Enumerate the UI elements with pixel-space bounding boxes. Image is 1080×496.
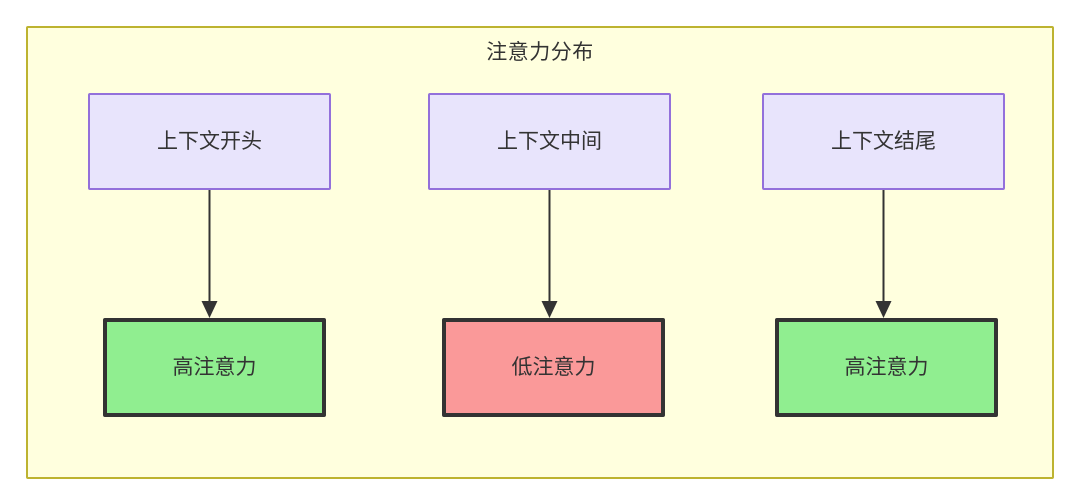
node-high-attention-start[interactable]: 高注意力 [103, 318, 326, 417]
node-label: 上下文中间 [497, 129, 602, 153]
node-context-end[interactable]: 上下文结尾 [762, 93, 1005, 190]
node-high-attention-end[interactable]: 高注意力 [775, 318, 998, 417]
node-label: 上下文开头 [157, 129, 262, 153]
node-label: 上下文结尾 [831, 129, 936, 153]
node-label: 高注意力 [172, 355, 257, 379]
subgraph-title: 注意力分布 [486, 41, 594, 64]
node-context-middle[interactable]: 上下文中间 [428, 93, 671, 190]
node-context-start[interactable]: 上下文开头 [88, 93, 331, 190]
node-low-attention-middle[interactable]: 低注意力 [442, 318, 665, 417]
node-label: 低注意力 [511, 355, 596, 379]
node-label: 高注意力 [844, 355, 929, 379]
